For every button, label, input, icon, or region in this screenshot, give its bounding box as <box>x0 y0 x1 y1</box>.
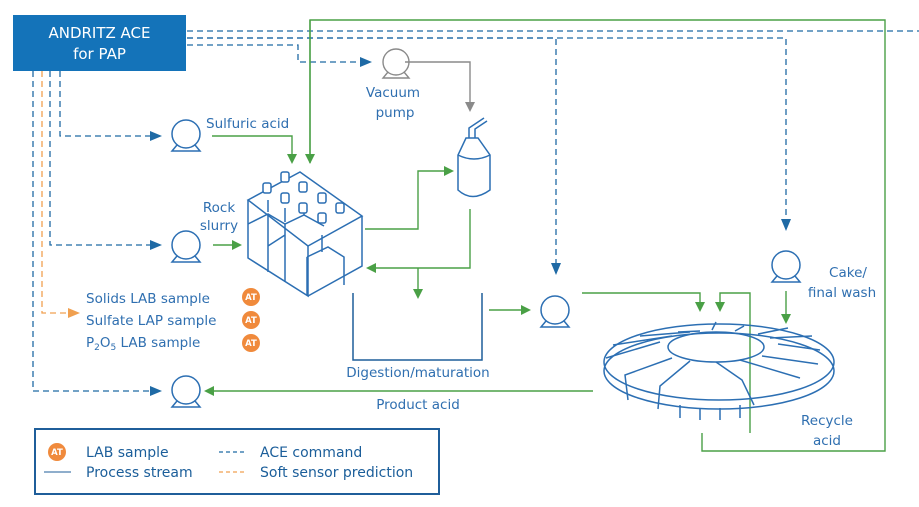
filter-feed-pump[interactable] <box>539 295 571 328</box>
flash-to-reactor-stream <box>366 209 471 273</box>
legend-lab-badge-text: AT <box>51 448 63 458</box>
vacuum-pump[interactable] <box>381 48 411 79</box>
reactor-tank <box>246 171 364 298</box>
lab-badge <box>242 311 260 329</box>
tilting-pan-filter <box>603 321 835 420</box>
p2o5-sample-label: P2O5 LAB sample <box>86 335 200 353</box>
lab-badge-text: AT <box>245 316 257 326</box>
vacuum-line <box>405 61 475 112</box>
legend-process-stream: Process stream <box>86 465 193 481</box>
sulfate-sample-label: Sulfate LAP sample <box>86 313 216 329</box>
cake-wash-pump[interactable] <box>770 250 802 283</box>
cake-wash-label-2: final wash <box>808 285 876 301</box>
vacuum-pump-label-1: Vacuum <box>366 85 420 101</box>
flash-cooler-vessel <box>457 117 491 198</box>
digestion-tank <box>352 293 483 361</box>
recycle-acid-label-1: Recycle <box>801 413 853 429</box>
pump-to-filter-stream <box>582 292 705 312</box>
reactor-to-flash-stream <box>365 166 454 230</box>
legend-ace-command: ACE command <box>260 445 362 461</box>
sulfuric-acid-pump[interactable] <box>170 119 202 152</box>
ace-title-line2: for PAP <box>73 45 126 63</box>
rock-slurry-label-2: slurry <box>200 218 238 234</box>
recycle-acid-label-2: acid <box>813 433 841 449</box>
legend-lab-sample: LAB sample <box>86 445 169 461</box>
sulfuric-acid-stream <box>212 135 297 164</box>
lab-badge <box>242 288 260 306</box>
lab-badge <box>242 334 260 352</box>
rock-slurry-pump[interactable] <box>170 230 202 263</box>
command-to-rock-pump <box>49 71 162 250</box>
command-to-sulfuric-pump <box>59 71 162 141</box>
digestion-label: Digestion/maturation <box>346 365 489 381</box>
command-to-vacuum-pump <box>187 44 372 67</box>
solids-sample-label: Solids LAB sample <box>86 291 210 307</box>
ace-system-box: ANDRITZ ACE for PAP <box>13 15 186 71</box>
vacuum-pump-label-2: pump <box>376 105 415 121</box>
agitator-motors <box>262 171 345 224</box>
lab-samples: Solids LAB sample AT Sulfate LAP sample … <box>86 288 260 353</box>
ace-title-line1: ANDRITZ ACE <box>48 24 150 42</box>
sulfuric-acid-label: Sulfuric acid <box>206 116 289 132</box>
soft-sensor-line <box>41 71 80 318</box>
lab-badge-text: AT <box>245 339 257 349</box>
product-acid-pump[interactable] <box>170 375 202 408</box>
command-to-filter-pump <box>187 37 561 275</box>
recycle-acid-stream <box>715 292 751 433</box>
product-acid-label: Product acid <box>376 397 460 413</box>
command-to-wash-pump <box>187 37 791 231</box>
cake-wash-label-1: Cake/ <box>829 265 867 281</box>
legend: AT LAB sample Process stream ACE command… <box>34 428 440 495</box>
lab-badge-text: AT <box>245 293 257 303</box>
process-streams <box>204 19 886 452</box>
legend-lab-badge-icon <box>48 443 66 461</box>
rock-slurry-label-1: Rock <box>203 200 235 216</box>
legend-soft-sensor: Soft sensor prediction <box>260 465 413 481</box>
command-to-product-pump <box>32 71 162 396</box>
